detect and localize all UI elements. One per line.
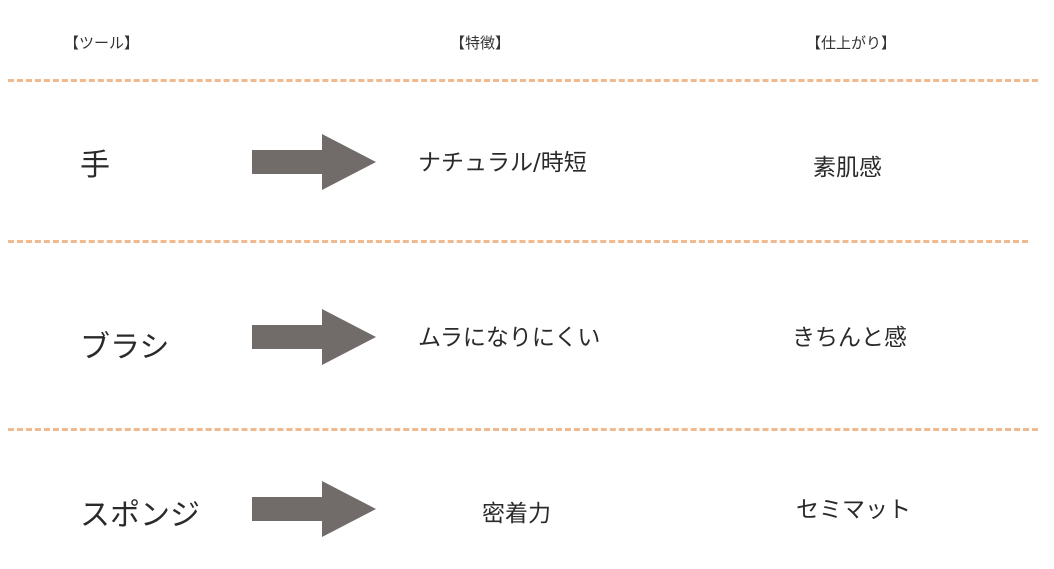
row-finish-sponge: セミマット xyxy=(796,497,911,523)
divider xyxy=(8,428,1038,431)
right-arrow-icon xyxy=(252,481,376,537)
right-arrow-icon xyxy=(252,134,376,190)
row-finish-hand: 素肌感 xyxy=(813,155,882,181)
header-feature: 【特徴】 xyxy=(450,34,511,52)
header-finish: 【仕上がり】 xyxy=(806,34,897,52)
row-feature-brush: ムラになりにくい xyxy=(418,325,601,351)
row-tool-hand: 手 xyxy=(80,148,110,183)
row-tool-sponge: スポンジ xyxy=(80,498,200,533)
divider xyxy=(8,240,1028,243)
right-arrow-icon xyxy=(252,309,376,365)
header-tool: 【ツール】 xyxy=(64,34,140,52)
row-finish-brush: きちんと感 xyxy=(792,325,907,351)
divider xyxy=(8,79,1038,82)
row-feature-sponge: 密着力 xyxy=(482,501,551,527)
row-feature-hand: ナチュラル/時短 xyxy=(418,150,587,176)
row-tool-brush: ブラシ xyxy=(80,330,170,365)
